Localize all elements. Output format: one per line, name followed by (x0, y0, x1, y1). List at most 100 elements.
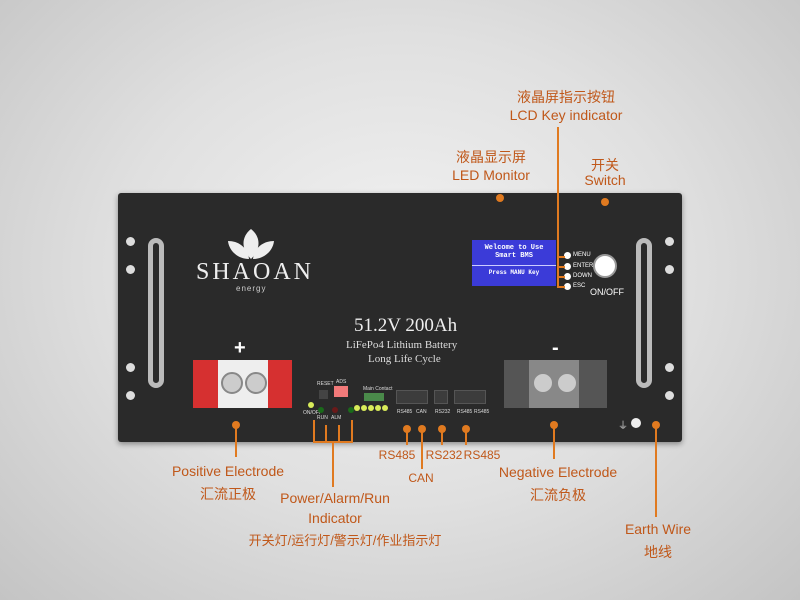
negative-terminal[interactable] (504, 360, 607, 408)
can-label: CAN (408, 471, 434, 485)
bolt-icon (556, 372, 578, 394)
positive-electrode-en: Positive Electrode (171, 463, 285, 479)
soc-led (382, 405, 388, 411)
callout-dot (601, 198, 609, 206)
lcd-key-cn: 液晶屏指示按钮 (517, 89, 615, 105)
mount-hole (126, 237, 135, 246)
alarm-led (332, 407, 338, 413)
leader-line (325, 425, 327, 442)
led-monitor-cn: 液晶显示屏 (456, 149, 526, 165)
leader-line (235, 425, 237, 457)
mount-hole (665, 237, 674, 246)
leader-line (465, 429, 467, 445)
lcd-line1: Welcome to Use (484, 244, 544, 252)
leader-line (351, 420, 353, 442)
bolt-icon (245, 372, 267, 394)
esc-key-label: ESC (573, 283, 586, 289)
leader-line (557, 276, 565, 278)
battery-front-panel: SHAOAN energy 51.2V 200Ah LiFePo4 Lithiu… (118, 193, 682, 442)
positive-electrode-cn: 汇流正极 (200, 486, 256, 502)
indicator-en1: Power/Alarm/Run (280, 490, 390, 506)
switch-en: Switch (584, 172, 626, 188)
plus-sign: + (234, 337, 246, 359)
menu-key-label: MENU (573, 252, 591, 258)
leader-line (557, 266, 565, 268)
enter-key[interactable] (564, 263, 571, 270)
right-handle[interactable] (636, 238, 652, 388)
rs485-port[interactable] (454, 390, 486, 404)
rs232-port[interactable] (434, 390, 448, 404)
mount-hole (126, 265, 135, 274)
port-label: RS485 (397, 409, 413, 415)
earth-terminal[interactable] (631, 418, 641, 428)
earth-symbol-icon: ⏚ (618, 421, 628, 432)
rs485-can-port[interactable] (396, 390, 428, 404)
power-switch[interactable] (593, 254, 617, 278)
leader-line (406, 429, 408, 445)
alarm-led-label: ALM (331, 415, 342, 421)
enter-key-label: ENTER (573, 263, 594, 269)
mount-hole (665, 391, 674, 400)
menu-key[interactable] (564, 252, 571, 259)
leader-line (313, 420, 315, 442)
switch-cn: 开关 (591, 157, 619, 173)
port-label: RS485 (457, 409, 473, 415)
led-monitor-en: LED Monitor (452, 167, 530, 183)
leader-line (421, 429, 423, 469)
indicator-cn: 开关灯/运行灯/警示灯/作业指示灯 (248, 533, 442, 548)
down-key[interactable] (564, 273, 571, 280)
chemistry-text: LiFePo4 Lithium Battery (346, 339, 458, 351)
ads-label: ADS (336, 379, 347, 385)
lcd-line2: Smart BMS (495, 252, 533, 260)
ads-switch[interactable] (334, 386, 348, 397)
power-switch-label: ON/OFF (590, 287, 624, 297)
soc-led (375, 405, 381, 411)
spec-text: 51.2V 200Ah (354, 315, 458, 336)
lcd-line3: Press MANU Key (488, 269, 540, 276)
mount-hole (665, 363, 674, 372)
cycle-text: Long Life Cycle (368, 353, 441, 365)
leader-line (557, 256, 565, 258)
mount-hole (665, 265, 674, 274)
callout-dot (496, 194, 504, 202)
down-key-label: DOWN (573, 273, 592, 279)
main-contact-label: Main Contact (363, 386, 393, 392)
run-led (318, 407, 324, 413)
esc-key[interactable] (564, 283, 571, 290)
main-contact-connector[interactable] (364, 393, 384, 401)
soc-led (368, 405, 374, 411)
mount-hole (126, 363, 135, 372)
brand-sub: energy (236, 284, 267, 293)
rs232-label: RS232 (425, 448, 463, 462)
leader-line (553, 425, 555, 459)
bolt-icon (532, 372, 554, 394)
soc-led (348, 407, 354, 413)
negative-electrode-cn: 汇流负极 (530, 487, 586, 503)
reset-label: RESET (317, 381, 334, 387)
leader-line (441, 429, 443, 445)
left-handle[interactable] (148, 238, 164, 388)
reset-button[interactable] (319, 390, 328, 399)
lcd-screen: Welcome to Use Smart BMS Press MANU Key (472, 240, 556, 286)
soc-led (361, 405, 367, 411)
bolt-icon (221, 372, 243, 394)
rs485-label-b: RS485 (463, 448, 501, 462)
earth-wire-cn: 地线 (644, 544, 672, 560)
run-led-label: RUN (317, 415, 328, 421)
mount-hole (126, 391, 135, 400)
port-label: CAN (416, 409, 427, 415)
indicator-en2: Indicator (308, 510, 362, 526)
negative-electrode-en: Negative Electrode (498, 464, 618, 480)
rs485-label-a: RS485 (378, 448, 416, 462)
soc-led (354, 405, 360, 411)
earth-wire-en: Earth Wire (624, 521, 692, 537)
positive-terminal[interactable] (193, 360, 292, 408)
brand-name: SHAOAN (196, 259, 315, 285)
leaf-logo-icon (228, 229, 274, 259)
port-label: RS232 (435, 409, 451, 415)
leader-line (332, 441, 334, 487)
leader-line (557, 127, 559, 288)
onoff-led (308, 402, 314, 408)
onoff-led-label: ON/OFF (303, 410, 322, 416)
lcd-key-en: LCD Key indicator (509, 107, 623, 123)
